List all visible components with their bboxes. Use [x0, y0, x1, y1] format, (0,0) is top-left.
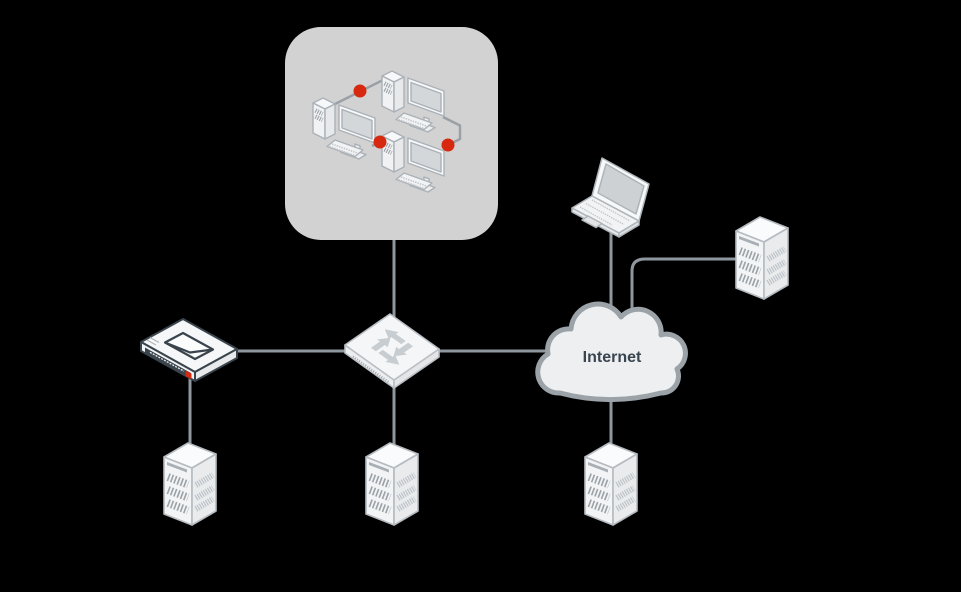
link-dot — [373, 135, 387, 149]
laptop — [571, 157, 650, 238]
cloud-shape — [535, 301, 688, 402]
lan-segment — [285, 27, 498, 240]
appliance-brand-badge — [185, 370, 192, 380]
server-below-switch — [366, 443, 418, 525]
laptop-trackpad — [581, 215, 603, 229]
link-dot — [353, 84, 367, 98]
envelope-icon — [163, 331, 215, 361]
remote-server — [736, 217, 788, 299]
network-switch — [344, 313, 440, 389]
appliance-label-text — [149, 351, 185, 372]
link-dot — [441, 138, 455, 152]
link-dots — [353, 84, 455, 152]
laptop-keys — [579, 199, 631, 226]
appliance-top-print — [146, 336, 160, 346]
server-below-appliance — [164, 443, 216, 525]
link-internet-to-remote-server — [630, 257, 739, 340]
server-below-internet — [585, 443, 637, 525]
internet-cloud: Internet — [535, 301, 688, 402]
mail-appliance — [140, 318, 238, 382]
internet-label: Internet — [583, 349, 642, 366]
